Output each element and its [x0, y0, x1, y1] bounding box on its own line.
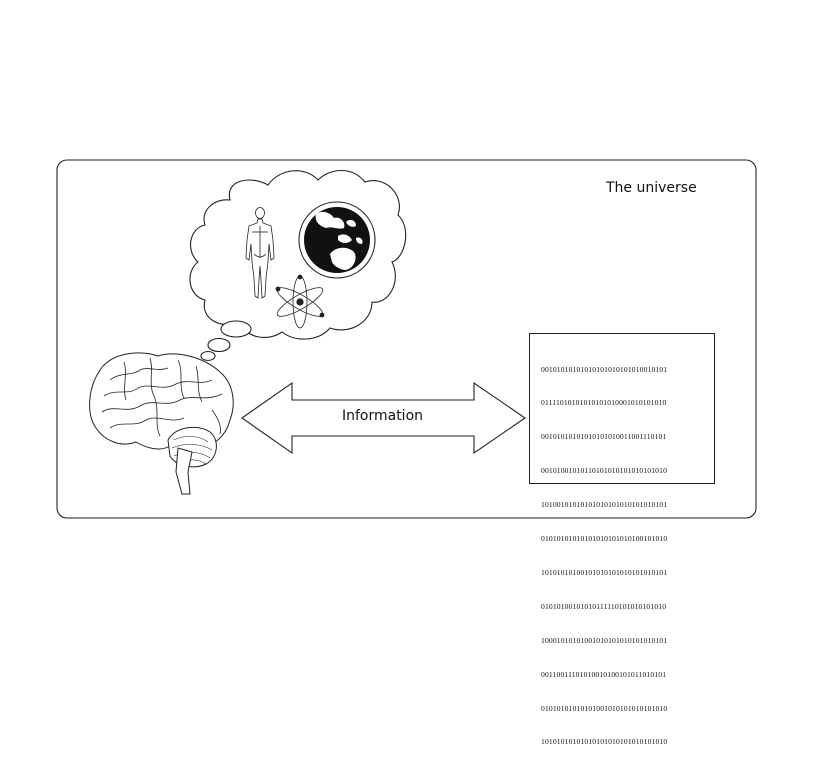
binary-line: 01010101010101001010101010101010 — [541, 703, 668, 713]
binary-data-box: 00101010101010101010101010010101 0111101… — [529, 333, 715, 746]
binary-line: 00101010101010101010011001110101 — [541, 432, 667, 442]
thought-bubble-medium — [207, 337, 231, 353]
binary-line: 10101010100101010101010101010101 — [541, 567, 668, 577]
binary-line: 00110011101010010100101011010101 — [541, 669, 667, 679]
human-figure-icon — [245, 207, 275, 299]
binary-line: 10101010101010101010101010101010 — [541, 737, 668, 747]
information-arrow — [241, 381, 526, 455]
earth-globe-icon — [298, 201, 376, 279]
binary-line: 10001010101001010101010101010101 — [541, 635, 668, 645]
diagram-canvas — [56, 159, 757, 519]
binary-line: 00101001010110101010101010101010 — [541, 466, 668, 476]
universe-label: The universe — [606, 180, 697, 196]
binary-line: 01010101010101010101010100101010 — [541, 534, 668, 544]
information-label: Information — [341, 408, 424, 424]
thought-cloud — [189, 169, 407, 362]
universe-frame — [56, 159, 757, 519]
binary-line: 01111010101010101010001010101010 — [541, 398, 667, 408]
brain-icon — [89, 352, 234, 495]
atom-icon — [275, 274, 325, 329]
thought-bubble-large — [220, 320, 252, 338]
binary-line: 00101010101010101010101010010101 — [541, 364, 668, 374]
binary-line: 01010100101010111110101010101010 — [541, 601, 667, 611]
binary-lines: 00101010101010101010101010010101 0111101… — [541, 341, 667, 770]
binary-line: 10100101010101010101010101010101 — [541, 500, 668, 510]
thought-bubble-small — [200, 350, 216, 362]
